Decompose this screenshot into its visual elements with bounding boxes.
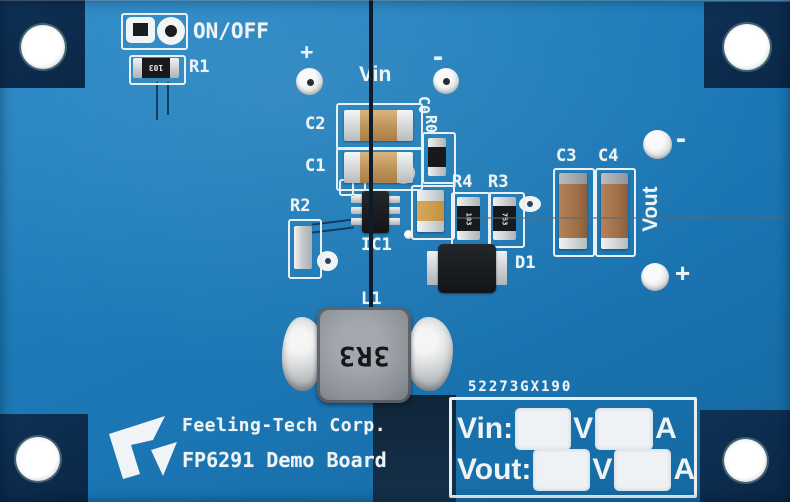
l1-marking: 3R3 — [338, 339, 390, 371]
trace-r1-b — [167, 82, 169, 115]
photo-seam-line — [369, 0, 373, 398]
ic1-leg-r2 — [388, 207, 400, 214]
test-point-vout-minus — [643, 130, 672, 159]
on-off-pad-square-hole — [133, 23, 148, 36]
spec-row-vout: Vout: V A — [457, 449, 695, 491]
wire-scratch-line — [455, 217, 790, 219]
d1-terminal-right — [493, 251, 507, 285]
ic1-leg-l3 — [351, 218, 363, 225]
c3-outline — [553, 168, 595, 257]
r3-label: R3 — [488, 172, 509, 192]
c0-outline — [411, 185, 455, 240]
on-off-outline — [121, 13, 188, 50]
write-in-box-vout-v — [533, 449, 591, 491]
c4-label: C4 — [598, 146, 619, 166]
c4-outline — [595, 168, 636, 257]
d1-label: D1 — [515, 253, 536, 273]
spec-vin-unit-v: V — [573, 412, 594, 445]
l1-solder-right — [407, 317, 453, 391]
ic1-chip — [362, 191, 389, 233]
c2-outline — [336, 103, 423, 150]
spec-vin-label: Vin: — [457, 412, 514, 445]
ic1-leg-r3 — [388, 218, 400, 225]
d1-terminal-left — [427, 251, 441, 285]
c4-capacitor — [601, 173, 628, 249]
on-off-pad-round — [157, 17, 185, 45]
test-point-vin-minus — [433, 68, 459, 94]
spec-row-vin: Vin: V A — [457, 408, 677, 450]
vin-label: Vin — [359, 63, 392, 86]
r1-label: R1 — [189, 57, 210, 77]
ic1-label: IC1 — [361, 235, 392, 255]
shadow-band — [373, 395, 456, 502]
small-via — [404, 230, 413, 239]
r2-outline — [288, 219, 322, 279]
r2-resistor — [294, 226, 312, 269]
trace-r1-a — [156, 82, 158, 120]
write-in-box-vin-v — [515, 408, 572, 450]
c3-label: C3 — [556, 146, 577, 166]
r1-outline — [129, 55, 186, 85]
l1-inductor: 3R3 — [317, 307, 411, 403]
spec-vout-unit-a: A — [673, 453, 696, 486]
c1-capacitor — [344, 152, 413, 183]
serial-number: 52273GX190 — [468, 379, 573, 395]
on-off-pad-square — [126, 17, 155, 43]
r3-outline — [488, 192, 525, 248]
board-name: FP6291 Demo Board — [182, 448, 387, 472]
plus-label-output: + — [675, 258, 691, 288]
r0-outline — [422, 132, 456, 184]
r0-resistor — [428, 138, 446, 176]
spec-vout-unit-v: V — [592, 453, 613, 486]
minus-label-output: - — [676, 122, 686, 155]
on-off-pad-round-hole — [165, 25, 177, 37]
vout-label: Vout — [639, 186, 662, 232]
c0-capacitor — [417, 190, 444, 232]
feeling-tech-logo — [109, 416, 177, 479]
on-off-label: ON/OFF — [193, 19, 269, 43]
mounting-hole-bottom-right — [724, 439, 767, 482]
c3-capacitor — [559, 173, 587, 249]
company-name: Feeling-Tech Corp. — [182, 415, 387, 436]
r1-marking: 103 — [142, 58, 170, 78]
c2-label: C2 — [305, 114, 326, 134]
c1-label: C1 — [305, 156, 326, 176]
r4-label: R4 — [452, 172, 473, 192]
mounting-hole-top-right — [724, 24, 770, 70]
r2-label: R2 — [290, 196, 311, 216]
spec-vout-label: Vout: — [457, 453, 532, 486]
plus-label-input: + — [300, 39, 314, 65]
mounting-hole-bottom-left — [16, 437, 60, 481]
c2-capacitor — [344, 110, 413, 141]
r2-pad — [317, 251, 338, 271]
test-point-vin-plus — [296, 68, 323, 95]
mounting-hole-top-left — [21, 25, 65, 69]
spec-table: Vin: V A Vout: V A — [449, 397, 697, 498]
test-point-vout-plus — [641, 263, 669, 291]
ic1-leg-l1 — [351, 196, 363, 203]
write-in-box-vin-a — [595, 408, 654, 450]
minus-label-input: - — [433, 40, 443, 73]
r1-resistor: 103 — [133, 58, 179, 78]
d1-diode — [438, 244, 496, 293]
write-in-box-vout-a — [614, 449, 672, 491]
spec-vin-unit-a: A — [655, 412, 677, 445]
ic1-leg-l2 — [351, 207, 363, 214]
ic1-leg-r1 — [388, 196, 400, 203]
r0-label: R0 — [422, 114, 440, 134]
